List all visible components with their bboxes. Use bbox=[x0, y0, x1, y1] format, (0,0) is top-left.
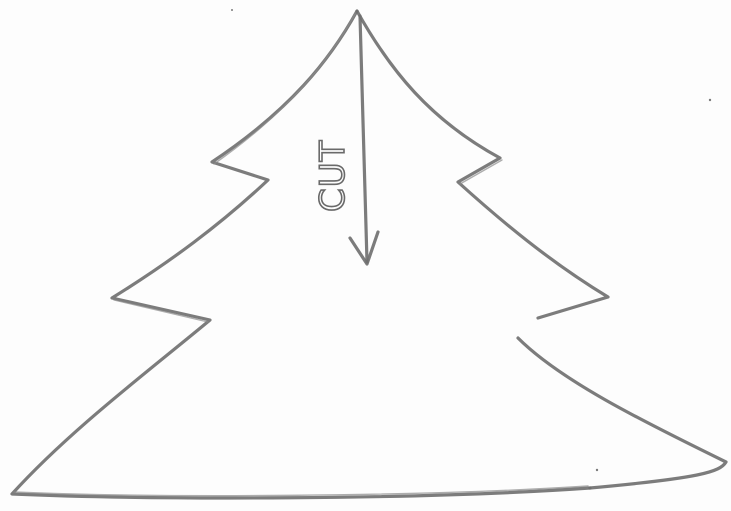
tree-outline-lower-right bbox=[518, 338, 726, 488]
tree-outline-left bbox=[12, 11, 590, 498]
cut-label: CUT bbox=[313, 140, 353, 212]
cut-arrowhead-icon bbox=[350, 232, 378, 264]
pencil-speck bbox=[596, 469, 598, 471]
cut-line bbox=[360, 16, 367, 262]
pencil-speck bbox=[231, 9, 233, 11]
tree-outline-right bbox=[357, 11, 608, 318]
pencil-speck bbox=[709, 99, 711, 101]
